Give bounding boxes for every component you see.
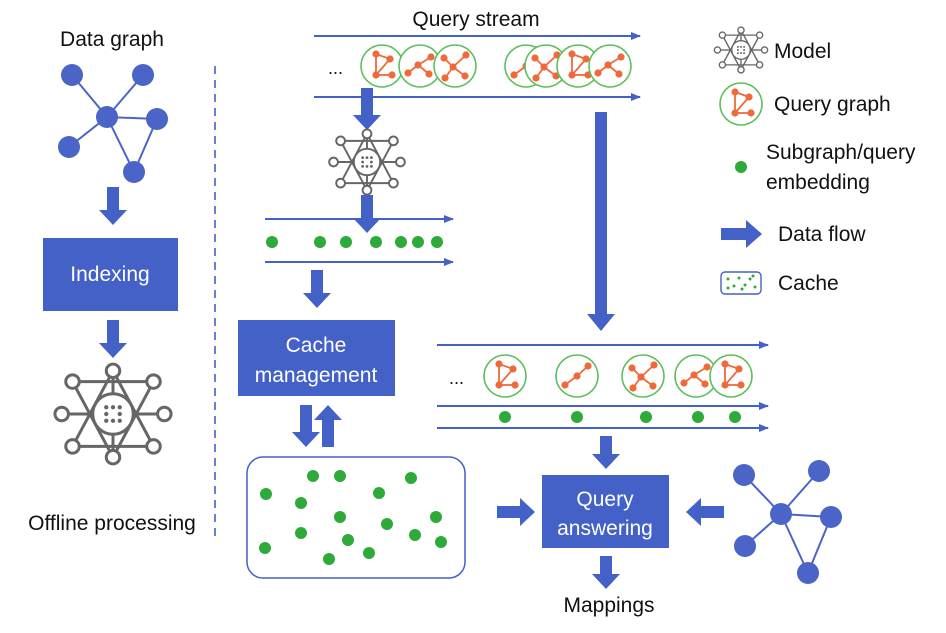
indexing-label: Indexing xyxy=(70,263,149,286)
legend-data-flow-arrow xyxy=(721,220,762,248)
arrow-model-to-embeddings xyxy=(353,195,381,233)
embedding-dot xyxy=(412,236,424,248)
arrow-embeddings-to-cache-mgmt xyxy=(303,270,331,308)
stream-ellipsis: ... xyxy=(328,58,343,78)
arrow-answering-to-mappings xyxy=(592,556,620,589)
cache-embeddings xyxy=(259,470,447,565)
embedding-dot xyxy=(431,236,443,248)
legend-data-flow-label: Data flow xyxy=(778,223,866,246)
cache-management-box xyxy=(238,320,395,396)
embedding-model-icon xyxy=(328,128,406,196)
legend-embedding-dot xyxy=(735,161,747,173)
index-model-icon xyxy=(53,362,173,466)
legend: Model Query graph Subgraph/query embeddi… xyxy=(713,26,916,295)
legend-embedding-label-2: embedding xyxy=(766,171,870,194)
legend-model-label: Model xyxy=(774,40,831,63)
mappings-label: Mappings xyxy=(563,594,654,617)
embedding-dot xyxy=(314,236,326,248)
query-graph-icon xyxy=(555,354,599,398)
query-graph-icon xyxy=(621,354,665,398)
legend-cache-label: Cache xyxy=(778,272,839,295)
qa-embedding-dots xyxy=(499,411,741,423)
data-graph-top xyxy=(58,64,168,183)
embedding-dot xyxy=(340,236,352,248)
data-graph-label: Data graph xyxy=(60,28,164,51)
query-answering-label-1: Query xyxy=(576,488,634,511)
arrow-stream-to-answering-stream xyxy=(587,112,615,331)
query-answering-label-2: answering xyxy=(557,517,653,540)
legend-model-icon xyxy=(713,26,769,74)
legend-embedding-label-1: Subgraph/query xyxy=(766,141,916,164)
indexing-box xyxy=(43,238,178,311)
query-graph-icon xyxy=(709,354,753,398)
arrow-cache-to-cache-mgmt xyxy=(314,405,342,447)
arrow-cache-mgmt-to-cache xyxy=(292,405,320,447)
arrow-datagraph-to-answering xyxy=(686,498,724,526)
legend-cache-icon xyxy=(720,271,762,295)
legend-query-graph-label: Query graph xyxy=(774,93,891,116)
arrow-indexing-to-model xyxy=(99,320,127,358)
embedding-dot xyxy=(370,236,382,248)
embedding-dot xyxy=(266,236,278,248)
cache-management-label-1: Cache xyxy=(286,334,347,357)
legend-query-graph-icon xyxy=(719,82,763,126)
query-graph-icon xyxy=(588,44,632,88)
qa-ellipsis: ... xyxy=(449,368,464,388)
query-graph-icon xyxy=(483,354,527,398)
query-answering-box xyxy=(542,475,669,548)
embedding-dot xyxy=(395,236,407,248)
query-graph-icon xyxy=(433,44,477,88)
query-graph-icon xyxy=(360,44,404,88)
query-stream-label: Query stream xyxy=(412,8,539,31)
embedding-stream-dots xyxy=(266,236,443,248)
data-graph-right xyxy=(733,460,842,584)
arrow-graph-to-indexing xyxy=(99,187,127,225)
cache-management-label-2: management xyxy=(255,364,378,387)
arrow-stream-to-answering xyxy=(592,436,620,469)
offline-processing-label: Offline processing xyxy=(28,512,196,535)
arrow-stream-to-model xyxy=(353,88,381,130)
cache-store xyxy=(246,456,466,579)
arrow-cache-to-answering xyxy=(497,498,535,526)
